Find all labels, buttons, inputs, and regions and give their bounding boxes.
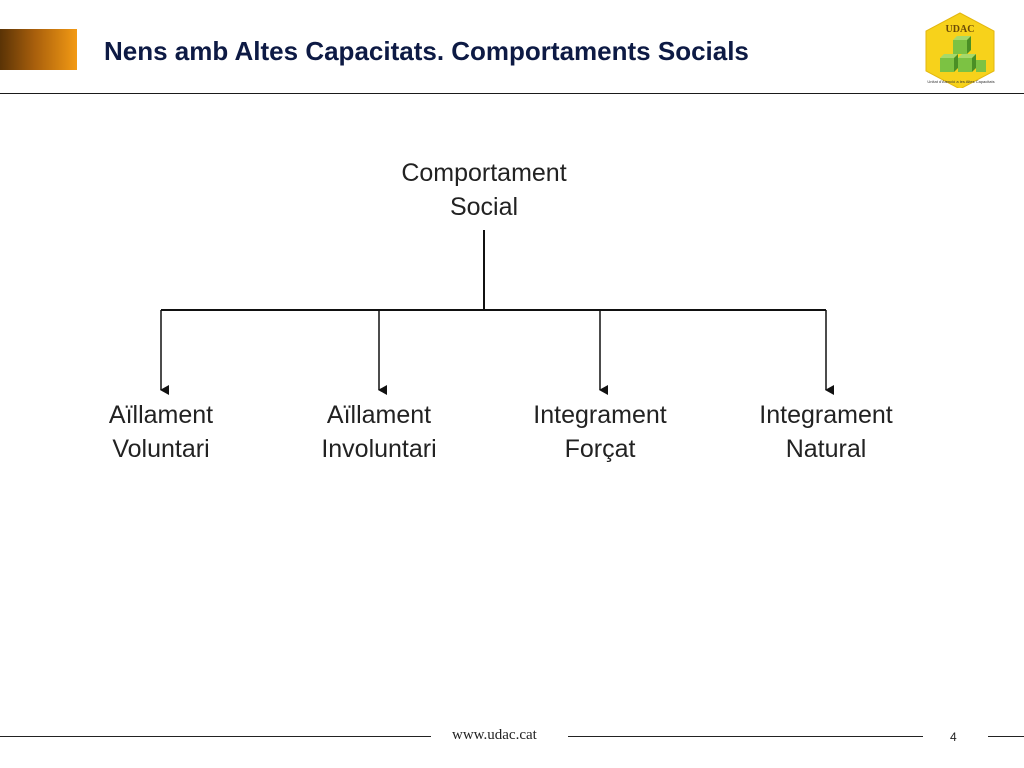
footer-line-right (988, 736, 1024, 737)
child-node-line1: Aïllament (326, 401, 432, 429)
title-divider (0, 93, 1024, 94)
child-node-line2: Forçat (564, 435, 636, 463)
page-number: 4 (950, 730, 957, 744)
child-node-4: Integrament Natural (726, 398, 926, 466)
root-node-line1: Comportament (401, 159, 567, 187)
logo-text: UDAC (946, 24, 975, 35)
root-node-line2: Social (449, 193, 519, 221)
logo-caption: Unitat d'Atenció a les Altes Capacitats (927, 79, 995, 84)
child-node-line1: Aïllament (108, 401, 214, 429)
root-node: Comportament Social (364, 156, 604, 224)
footer-line-left (0, 736, 431, 737)
title-accent-bar (0, 29, 77, 70)
child-node-line2: Natural (785, 435, 867, 463)
child-node-1: Aïllament Voluntari (61, 398, 261, 466)
udac-logo: UDAC (925, 12, 995, 88)
child-node-3: Integrament Forçat (500, 398, 700, 466)
child-node-line1: Integrament (533, 401, 667, 429)
slide-title: Nens amb Altes Capacitats. Comportaments… (104, 36, 749, 66)
child-node-line1: Integrament (759, 401, 893, 429)
child-node-line2: Involuntari (321, 435, 437, 463)
footer-url: www.udac.cat (452, 727, 537, 743)
child-node-line2: Voluntari (112, 435, 210, 463)
cubes-icon (940, 36, 986, 72)
footer-line-middle (568, 736, 923, 737)
child-node-2: Aïllament Involuntari (279, 398, 479, 466)
